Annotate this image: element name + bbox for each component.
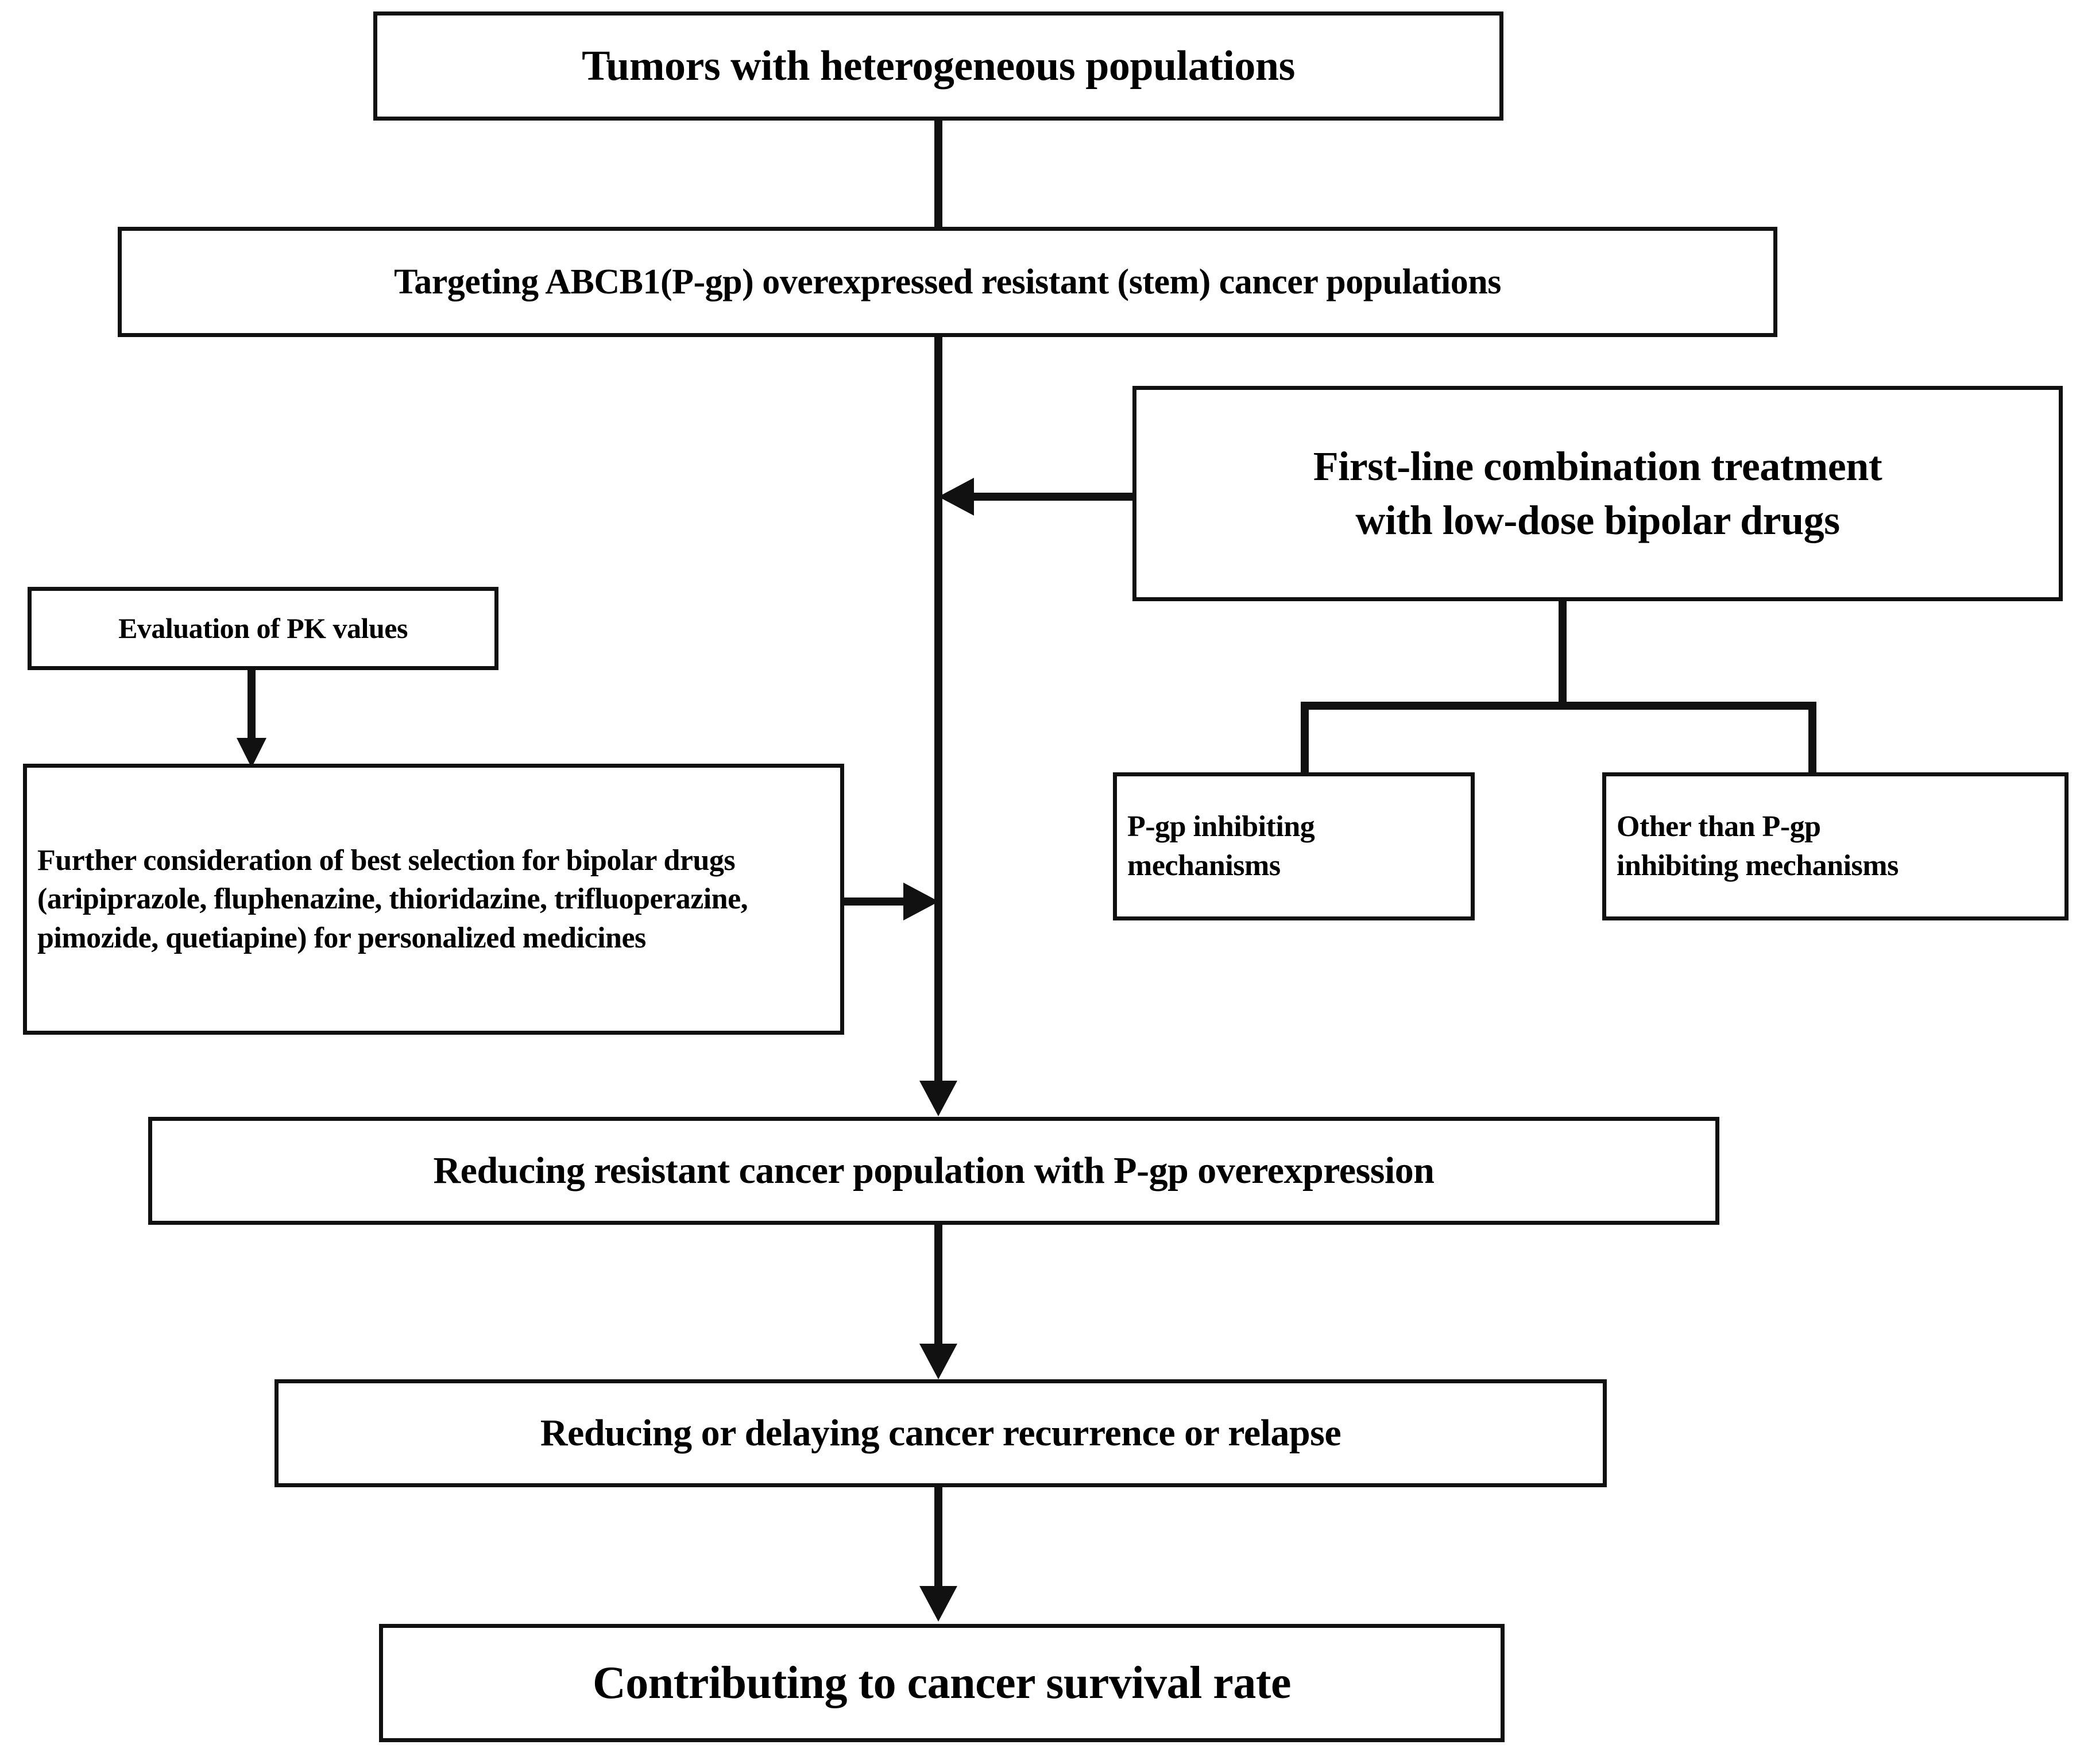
- node-tumors-label: Tumors with heterogeneous populations: [582, 42, 1295, 90]
- node-further-consideration-label: Further consideration of best selection …: [37, 844, 748, 954]
- edge-further-consideration-to-spine: [841, 898, 910, 906]
- node-targeting-abcb1-pgp[interactable]: Targeting ABCB1(P-gp) overexpressed resi…: [118, 227, 1777, 337]
- arrowhead-pk-to-further-consideration: [237, 738, 266, 768]
- edge-branch-to-pgp-inhibiting: [1301, 702, 1309, 776]
- node-reducing-or-delaying-recurrence[interactable]: Reducing or delaying cancer recurrence o…: [275, 1379, 1607, 1487]
- edge-first-line-branch-stem: [1559, 598, 1567, 705]
- node-reducing-recurrence-label: Reducing or delaying cancer recurrence o…: [540, 1412, 1341, 1454]
- arrowhead-to-survival: [919, 1586, 957, 1622]
- edge-branch-to-other-than-pgp: [1808, 702, 1816, 776]
- node-pgp-inhibiting-mechanisms[interactable]: P-gp inhibiting mechanisms: [1113, 772, 1475, 920]
- arrowhead-to-reducing-resistant: [919, 1081, 957, 1116]
- node-other-than-pgp-label: Other than P-gp inhibiting mechanisms: [1617, 810, 1899, 882]
- edge-recurrence-to-survival: [934, 1486, 942, 1589]
- node-first-line-combination-treatment[interactable]: First-line combination treatment with lo…: [1132, 386, 2063, 601]
- node-further-consideration-bipolar-drugs[interactable]: Further consideration of best selection …: [23, 764, 844, 1035]
- node-pk-values-label: Evaluation of PK values: [118, 612, 408, 644]
- arrowhead-first-line-to-spine: [938, 478, 974, 516]
- arrowhead-further-consideration-to-spine: [903, 883, 939, 920]
- node-pgp-inhibiting-label: P-gp inhibiting mechanisms: [1127, 810, 1315, 882]
- node-tumors-with-heterogeneous-populations[interactable]: Tumors with heterogeneous populations: [373, 11, 1503, 121]
- node-targeting-label: Targeting ABCB1(P-gp) overexpressed resi…: [394, 262, 1501, 301]
- node-reducing-resistant-label: Reducing resistant cancer population wit…: [433, 1150, 1435, 1192]
- edge-reducing-resistant-to-recurrence: [934, 1223, 942, 1348]
- node-survival-rate-label: Contributing to cancer survival rate: [593, 1658, 1291, 1708]
- node-other-than-pgp-inhibiting-mechanisms[interactable]: Other than P-gp inhibiting mechanisms: [1602, 772, 2069, 920]
- edge-targeting-spine: [934, 336, 942, 1082]
- edge-pk-to-further-consideration: [248, 668, 256, 741]
- node-contributing-to-cancer-survival-rate[interactable]: Contributing to cancer survival rate: [379, 1624, 1505, 1742]
- node-reducing-resistant-cancer-population[interactable]: Reducing resistant cancer population wit…: [148, 1117, 1719, 1225]
- edge-tumors-to-targeting: [934, 118, 942, 230]
- arrowhead-to-recurrence: [919, 1344, 957, 1379]
- node-first-line-label: First-line combination treatment with lo…: [1313, 443, 1882, 543]
- edge-first-line-branch-bar: [1301, 702, 1816, 710]
- node-evaluation-of-pk-values[interactable]: Evaluation of PK values: [28, 587, 498, 670]
